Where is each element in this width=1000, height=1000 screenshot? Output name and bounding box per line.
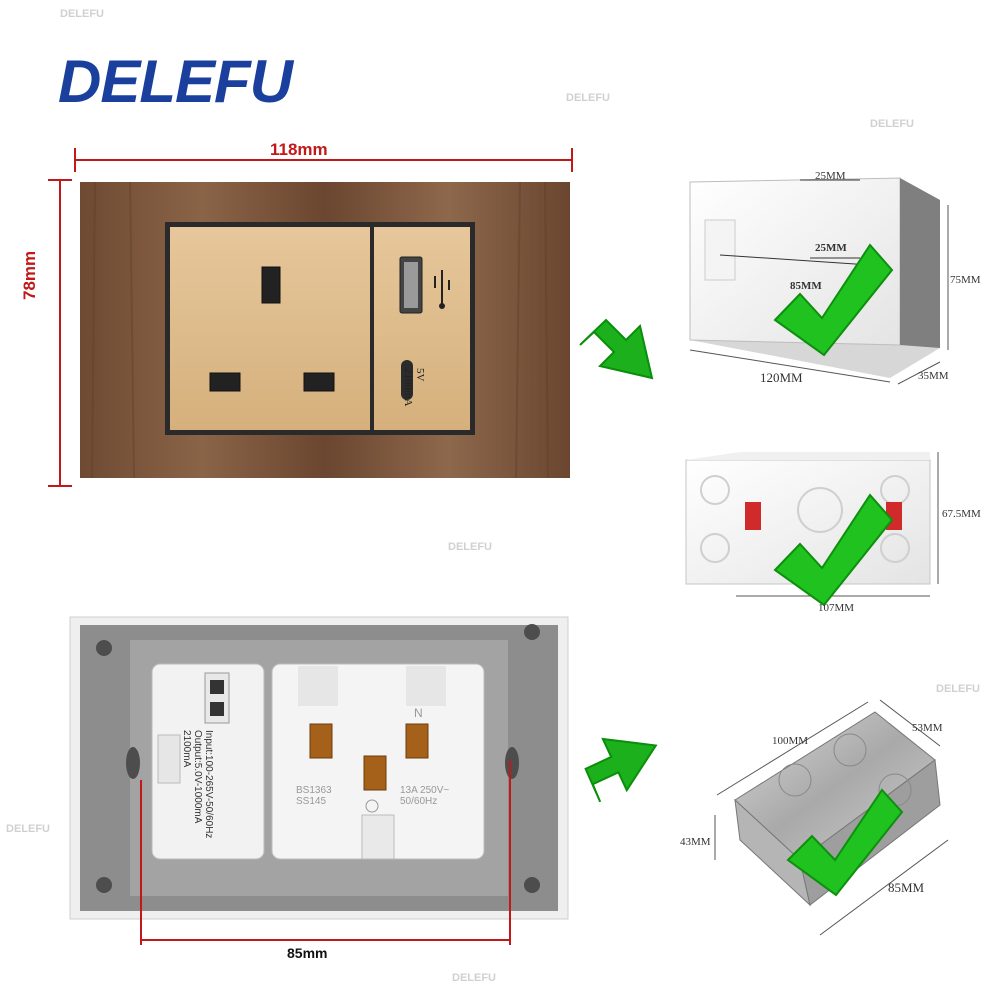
socket-standard-label: BS1363 SS145: [296, 785, 332, 807]
usb-voltage: 5V: [414, 368, 426, 382]
box1-depth-inner-label: 85MM: [790, 280, 822, 292]
box2-height-label: 67.5MM: [942, 508, 981, 520]
frequency-text: 50/60Hz: [400, 796, 438, 807]
usb-current: 2100mA: [402, 368, 414, 407]
metal-height-label: 43MM: [680, 836, 711, 848]
back-spacing-label: 85mm: [287, 945, 328, 961]
metal-depth-label: 85MM: [888, 880, 925, 895]
module-input-text: Input:100-265V-50/60Hz: [203, 730, 214, 839]
box1-height-label: 75MM: [950, 274, 981, 286]
watermark: DELEFU: [936, 683, 980, 695]
front-dimension-lines: [48, 148, 573, 487]
standard-text: BS1363: [296, 785, 332, 796]
neutral-terminal-label: N: [414, 706, 423, 720]
standard-text-2: SS145: [296, 796, 327, 807]
watermark: DELEFU: [60, 8, 104, 20]
brand-logo: DELEFU: [58, 48, 293, 115]
usb-rating-text: 5V 2100mA: [402, 368, 426, 428]
box2-width-label: 107MM: [818, 602, 855, 614]
watermark: DELEFU: [870, 118, 914, 130]
usb-icon: [434, 270, 450, 309]
usb-module-label: Input:100-265V-50/60Hz Output:5.0V-1000m…: [181, 730, 214, 838]
metal-side-label: 53MM: [912, 722, 943, 734]
box1-width-label: 120MM: [760, 370, 803, 385]
rating-text: 13A 250V~: [400, 785, 450, 796]
module-output-text: Output:5.0V-1000mA: [192, 730, 203, 824]
box1-top-label: 25MM: [815, 170, 846, 182]
width-dimension-label: 118mm: [270, 140, 328, 159]
watermark: DELEFU: [452, 972, 496, 984]
metal-top-label: 100MM: [772, 735, 809, 747]
watermark: DELEFU: [566, 92, 610, 104]
module-current-text: 2100mA: [181, 730, 192, 768]
box1-inner-label: 25MM: [815, 242, 847, 254]
watermark: DELEFU: [448, 541, 492, 553]
watermark: DELEFU: [6, 823, 50, 835]
box1-depth-label: 35MM: [918, 370, 949, 382]
socket-rating-label: 13A 250V~ 50/60Hz: [400, 785, 449, 807]
